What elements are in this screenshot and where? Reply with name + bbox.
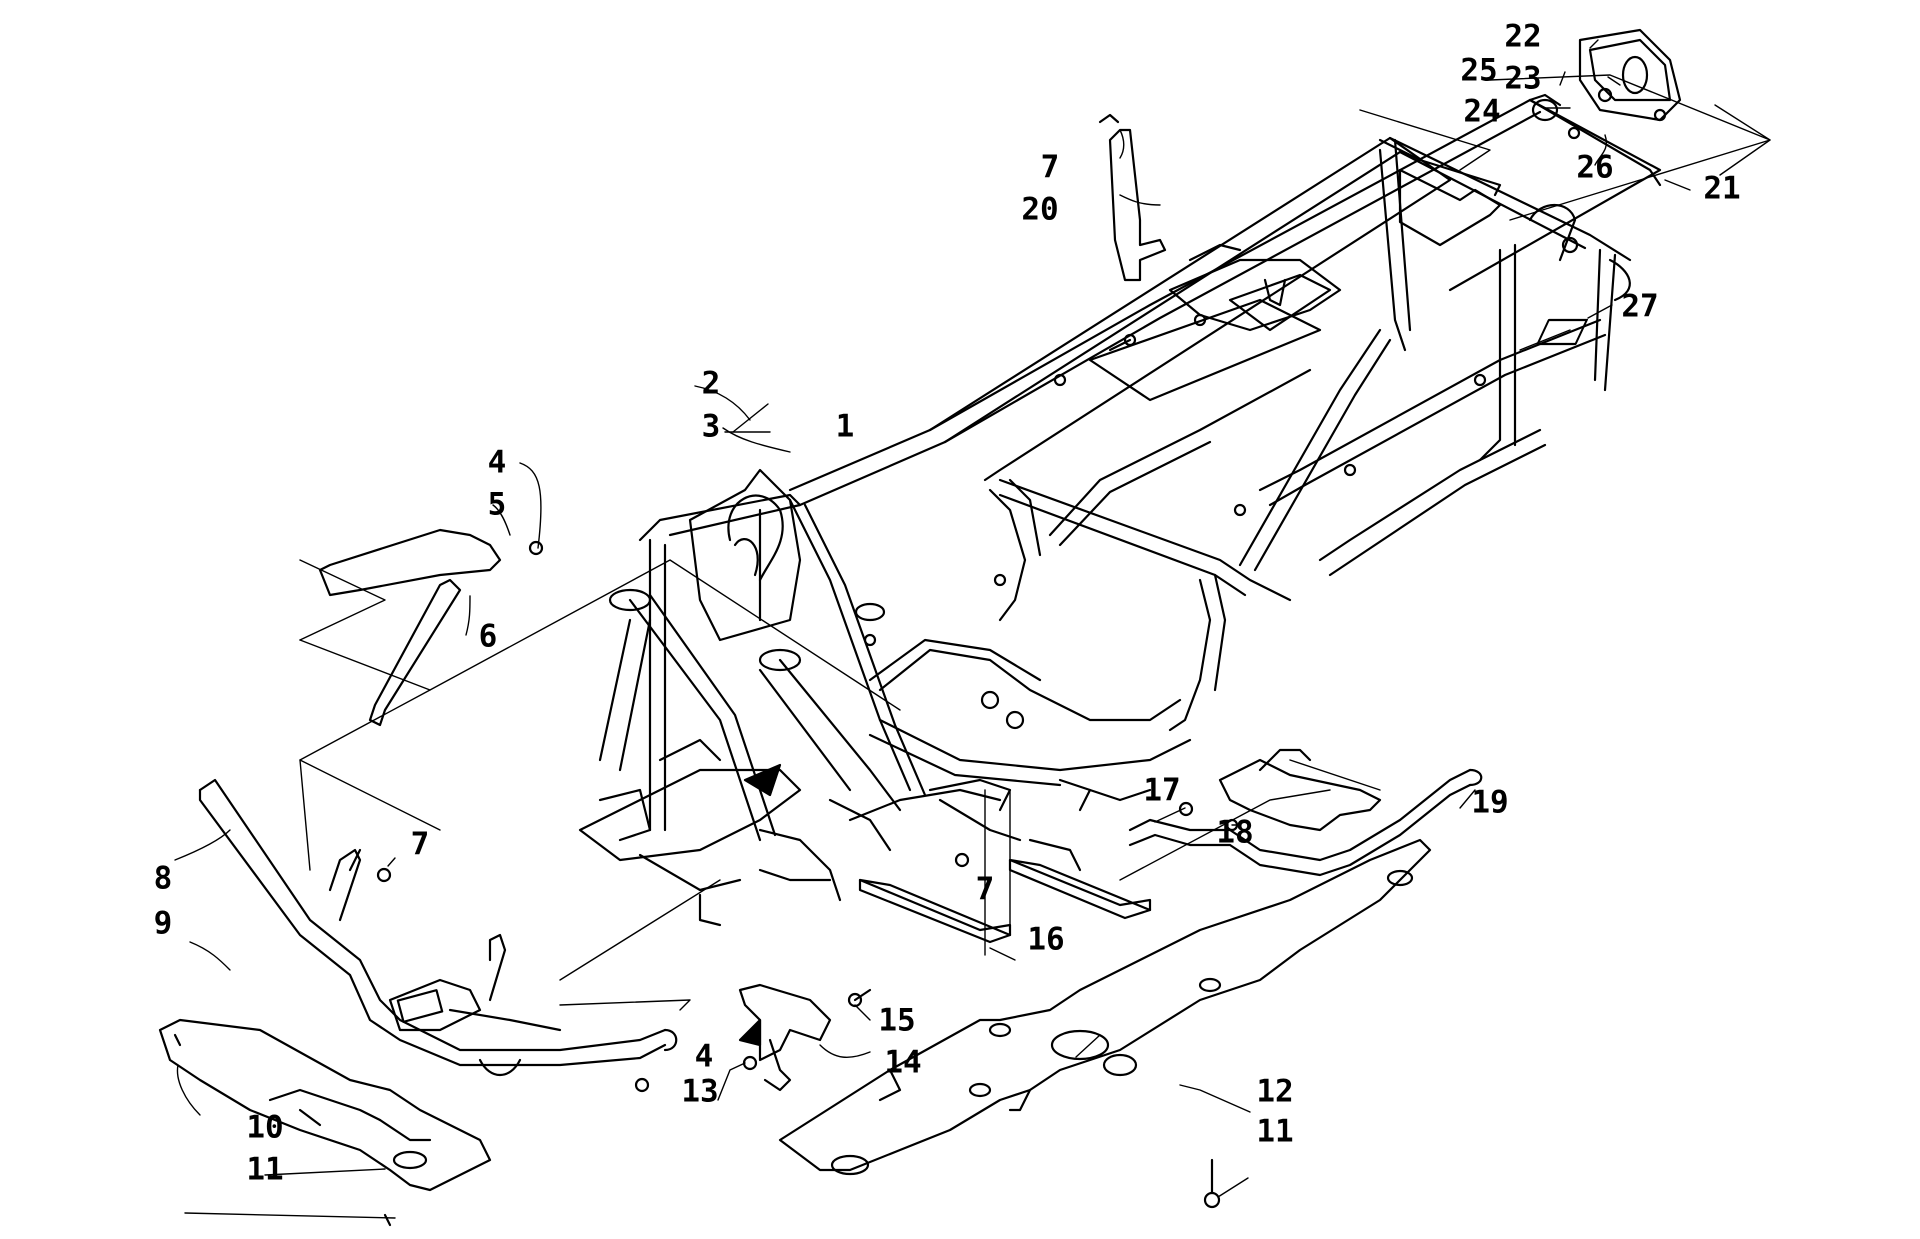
- callout-7c: 7: [975, 871, 995, 908]
- callout-18: 18: [1216, 814, 1254, 851]
- leader-lines: [174, 39, 1691, 1219]
- callout-7a: 7: [1040, 149, 1060, 186]
- front-skid-plate: [158, 1018, 492, 1192]
- callout-4b: 4: [694, 1038, 714, 1075]
- callout-6: 6: [478, 618, 498, 655]
- bracket-18: [1218, 758, 1382, 832]
- callout-1: 1: [835, 408, 855, 445]
- callout-16: 16: [1027, 921, 1065, 958]
- wear-plate-right: [1008, 858, 1152, 912]
- upper-brace: [318, 528, 502, 597]
- tail-light-housing: [1528, 28, 1682, 122]
- callout-9: 9: [153, 905, 173, 942]
- callout-22: 22: [1504, 18, 1542, 55]
- callout-5: 5: [487, 486, 507, 523]
- callout-2: 2: [701, 365, 721, 402]
- callout-12: 12: [1256, 1073, 1294, 1110]
- callout-27: 27: [1621, 288, 1659, 325]
- callout-26: 26: [1576, 149, 1614, 186]
- callout-13: 13: [681, 1073, 719, 1110]
- callout-7b: 7: [410, 826, 430, 863]
- callout-19: 19: [1471, 784, 1509, 821]
- callout-17: 17: [1143, 772, 1181, 809]
- callout-11b: 11: [1256, 1113, 1294, 1150]
- rear-strap: [1108, 128, 1167, 282]
- callout-14: 14: [884, 1044, 922, 1081]
- callout-8: 8: [153, 860, 173, 897]
- rear-bar: [1128, 768, 1472, 862]
- callout-23: 23: [1504, 60, 1542, 97]
- callout-15: 15: [878, 1002, 916, 1039]
- callout-10: 10: [246, 1109, 284, 1146]
- front-bumper: [198, 778, 678, 1076]
- callout-3: 3: [701, 408, 721, 445]
- assembly-boxes: [299, 74, 1771, 1011]
- callout-20: 20: [1021, 191, 1059, 228]
- main-frame: [578, 98, 1662, 927]
- main-skid-plate: [778, 838, 1432, 1176]
- callout-11a: 11: [246, 1151, 284, 1188]
- callout-4a: 4: [487, 444, 507, 481]
- callout-25: 25: [1460, 52, 1498, 89]
- callout-24: 24: [1463, 93, 1501, 130]
- decal-27: [1536, 318, 1588, 346]
- callout-21: 21: [1703, 170, 1741, 207]
- vertical-brace: [368, 578, 462, 727]
- bracket-14: [738, 983, 832, 1062]
